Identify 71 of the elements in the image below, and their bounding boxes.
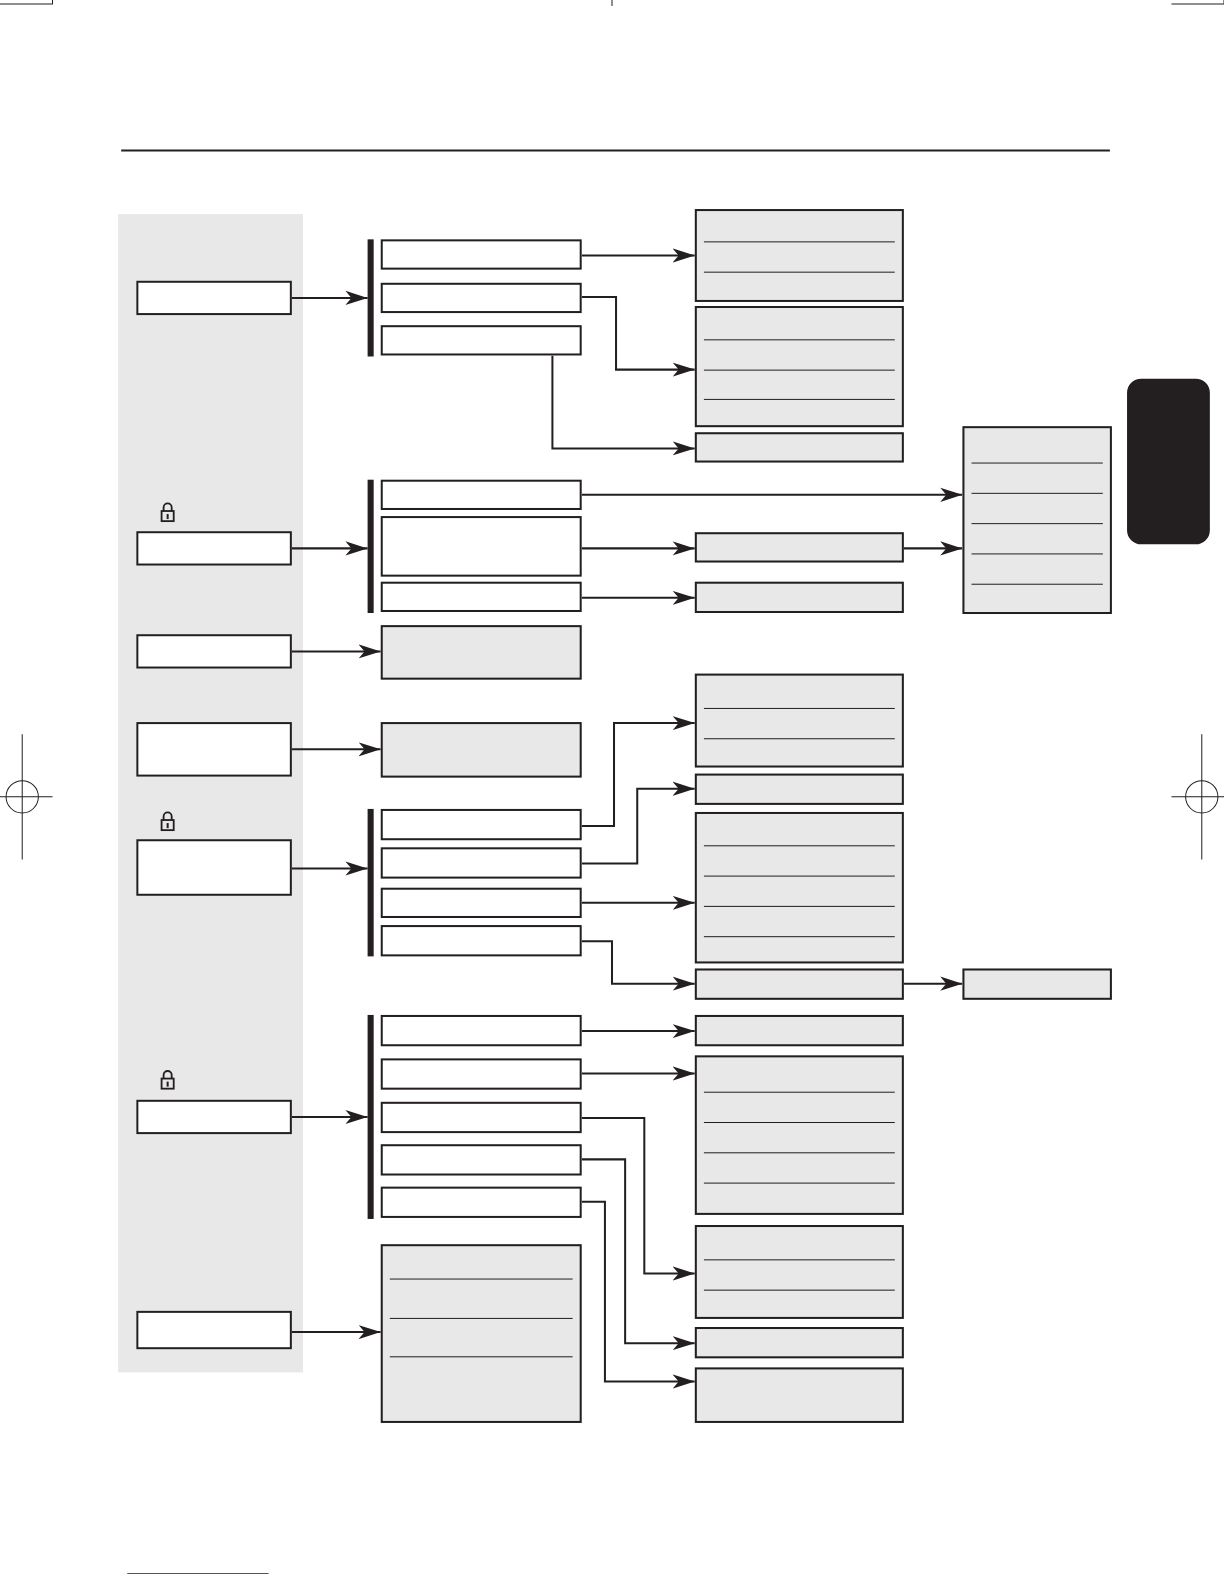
menu-box xyxy=(962,426,1112,614)
arrow xyxy=(581,1158,695,1351)
arrow xyxy=(291,1325,381,1340)
arrow xyxy=(291,1109,368,1124)
bracket-bar xyxy=(367,479,374,613)
menu-box xyxy=(1127,378,1210,545)
menu-box xyxy=(380,282,582,314)
arrow xyxy=(581,940,695,991)
arrow xyxy=(581,487,963,502)
menu-box xyxy=(694,673,904,768)
menu-box xyxy=(380,325,582,356)
arrow xyxy=(581,248,695,263)
menu-box xyxy=(694,1327,904,1359)
menu-box xyxy=(136,839,292,896)
menu-box xyxy=(694,306,904,428)
menu-box xyxy=(380,625,582,680)
arrow xyxy=(581,781,695,865)
arrow xyxy=(291,742,381,757)
menu-box xyxy=(136,1099,292,1135)
menu-box xyxy=(380,808,582,841)
arrow xyxy=(581,1200,695,1389)
arrow xyxy=(581,1116,695,1281)
arrow xyxy=(291,541,368,556)
menu-box xyxy=(380,1144,582,1176)
arrow xyxy=(903,541,963,556)
menu-box xyxy=(136,280,292,316)
arrow xyxy=(291,290,368,305)
bracket-bar xyxy=(367,808,374,957)
arrow xyxy=(291,861,368,876)
menu-box xyxy=(136,634,292,669)
menu-box xyxy=(380,1014,582,1047)
arrow xyxy=(581,541,695,556)
menu-box xyxy=(136,531,292,566)
arrow xyxy=(903,976,963,991)
menu-box xyxy=(380,925,582,957)
menu-box xyxy=(694,1055,904,1215)
menu-box xyxy=(380,887,582,918)
menu-box xyxy=(380,1244,582,1423)
menu-box xyxy=(380,479,582,510)
arrow xyxy=(581,895,695,910)
menu-box xyxy=(694,1367,904,1423)
arrow xyxy=(581,1024,695,1039)
menu-box xyxy=(136,722,292,777)
menu-box xyxy=(380,847,582,879)
menu-box xyxy=(380,1101,582,1134)
menu-box xyxy=(380,722,582,778)
menu-band xyxy=(118,214,303,1373)
menu-box xyxy=(694,811,904,964)
bracket-bar xyxy=(367,239,374,357)
menu-box xyxy=(380,1058,582,1090)
menu-box xyxy=(694,209,904,302)
menu-box xyxy=(962,968,1112,1000)
arrow xyxy=(581,590,695,605)
menu-box xyxy=(380,239,582,270)
bracket-bar xyxy=(367,1014,374,1219)
arrow xyxy=(581,716,695,828)
menu-box xyxy=(694,1225,904,1319)
menu-box xyxy=(380,1186,582,1218)
menu-box xyxy=(380,581,582,612)
menu-box xyxy=(694,773,904,805)
arrow xyxy=(581,1066,695,1081)
menu-box xyxy=(694,968,904,1000)
menu-box xyxy=(694,432,904,463)
menu-box xyxy=(380,516,582,577)
menu-box xyxy=(136,1310,292,1350)
menu-box xyxy=(694,1014,904,1047)
arrow xyxy=(291,644,381,659)
arrow xyxy=(581,295,695,377)
menu-box xyxy=(694,581,904,613)
arrow xyxy=(551,355,695,456)
menu-box xyxy=(694,532,904,563)
